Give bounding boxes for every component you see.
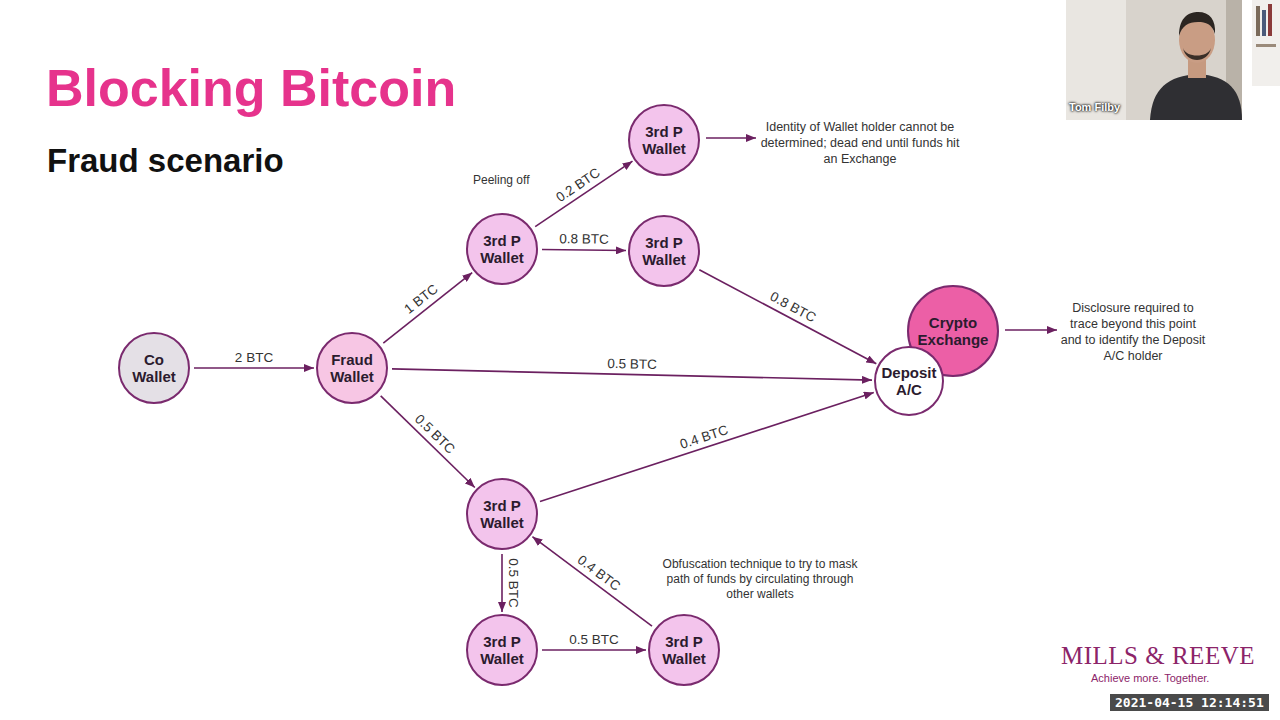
video-panel [1066, 0, 1242, 120]
flow-arrow [542, 250, 626, 251]
third-party-wallet: 3rd P Wallet [628, 104, 700, 176]
node-label: 3rd P Wallet [473, 633, 531, 667]
timestamp: 2021-04-15 12:14:51 [1110, 694, 1269, 711]
note-text: Peeling off [473, 173, 530, 187]
third-party-wallet: 3rd P Wallet [648, 614, 720, 686]
node-text-box: 3rd P Wallet [473, 633, 531, 667]
node-text-box: Deposit A/C [877, 364, 941, 398]
deposit-account: Deposit A/C [874, 346, 944, 416]
shelf [1256, 44, 1276, 47]
flow-arrow [542, 649, 646, 651]
book [1262, 10, 1266, 36]
book [1256, 6, 1260, 36]
company-tagline: Achieve more. Together. [1091, 672, 1209, 684]
node-text-box: Co Wallet [124, 351, 184, 385]
flow-arrow [383, 273, 472, 344]
node-text-box: 3rd P Wallet [473, 232, 531, 266]
node-text-box: Crypto Exchange [911, 314, 995, 348]
slide-title: Blocking Bitcoin [46, 58, 456, 118]
presenter-beard [1183, 48, 1211, 60]
node-label: Crypto Exchange [911, 314, 995, 348]
flow-arrow [381, 396, 475, 488]
video-wall [1066, 0, 1126, 120]
flow-arrow [535, 161, 632, 227]
amount-label: 0.5 BTC [569, 632, 619, 647]
flow-arrow [540, 393, 874, 502]
flow-arrow [194, 367, 314, 369]
slide-subtitle: Fraud scenario [47, 142, 284, 180]
note-text: Disclosure required to trace beyond this… [1058, 300, 1208, 364]
amount-label: 2 BTC [235, 350, 273, 365]
amount-label: 0.4 BTC [678, 422, 730, 452]
side-video [1252, 0, 1280, 86]
presenter-name: Tom Filby [1069, 101, 1120, 113]
amount-label: 0.5 BTC [607, 355, 657, 371]
node-text-box: 3rd P Wallet [473, 497, 531, 531]
book [1268, 4, 1272, 36]
amount-label: 1 BTC [401, 281, 440, 317]
presenter-hair [1179, 12, 1215, 36]
note-text: Obfuscation technique to try to mask pat… [660, 557, 860, 602]
node-label: 3rd P Wallet [635, 234, 693, 268]
third-party-wallet: 3rd P Wallet [466, 614, 538, 686]
node-text-box: 3rd P Wallet [635, 123, 693, 157]
third-party-wallet: 3rd P Wallet [466, 213, 538, 285]
node-text-box: Fraud Wallet [321, 351, 383, 385]
node-label: 3rd P Wallet [473, 497, 531, 531]
leader-arrow [706, 137, 756, 139]
node-label: 3rd P Wallet [635, 123, 693, 157]
presenter-body [1150, 74, 1242, 120]
amount-label: 0.5 BTC [506, 558, 521, 608]
third-party-wallet: 3rd P Wallet [466, 478, 538, 550]
flow-arrow [699, 270, 876, 364]
leader-arrow [1005, 329, 1057, 331]
node-label: 3rd P Wallet [473, 232, 531, 266]
flow-arrow [532, 537, 652, 626]
note-text: Identity of Wallet holder cannot be dete… [760, 119, 960, 167]
amount-label: 0.8 BTC [559, 231, 609, 247]
third-party-wallet: 3rd P Wallet [628, 215, 700, 287]
node-text-box: 3rd P Wallet [635, 234, 693, 268]
fraud-wallet: Fraud Wallet [316, 332, 388, 404]
flow-arrow [501, 554, 503, 612]
node-text-box: 3rd P Wallet [655, 633, 713, 667]
node-label: Fraud Wallet [321, 351, 383, 385]
company-logo: MILLS & REEVE [1061, 642, 1255, 670]
node-label: Co Wallet [124, 351, 184, 385]
node-label: Deposit A/C [877, 364, 941, 398]
company-wallet: Co Wallet [118, 332, 190, 404]
node-label: 3rd P Wallet [655, 633, 713, 667]
